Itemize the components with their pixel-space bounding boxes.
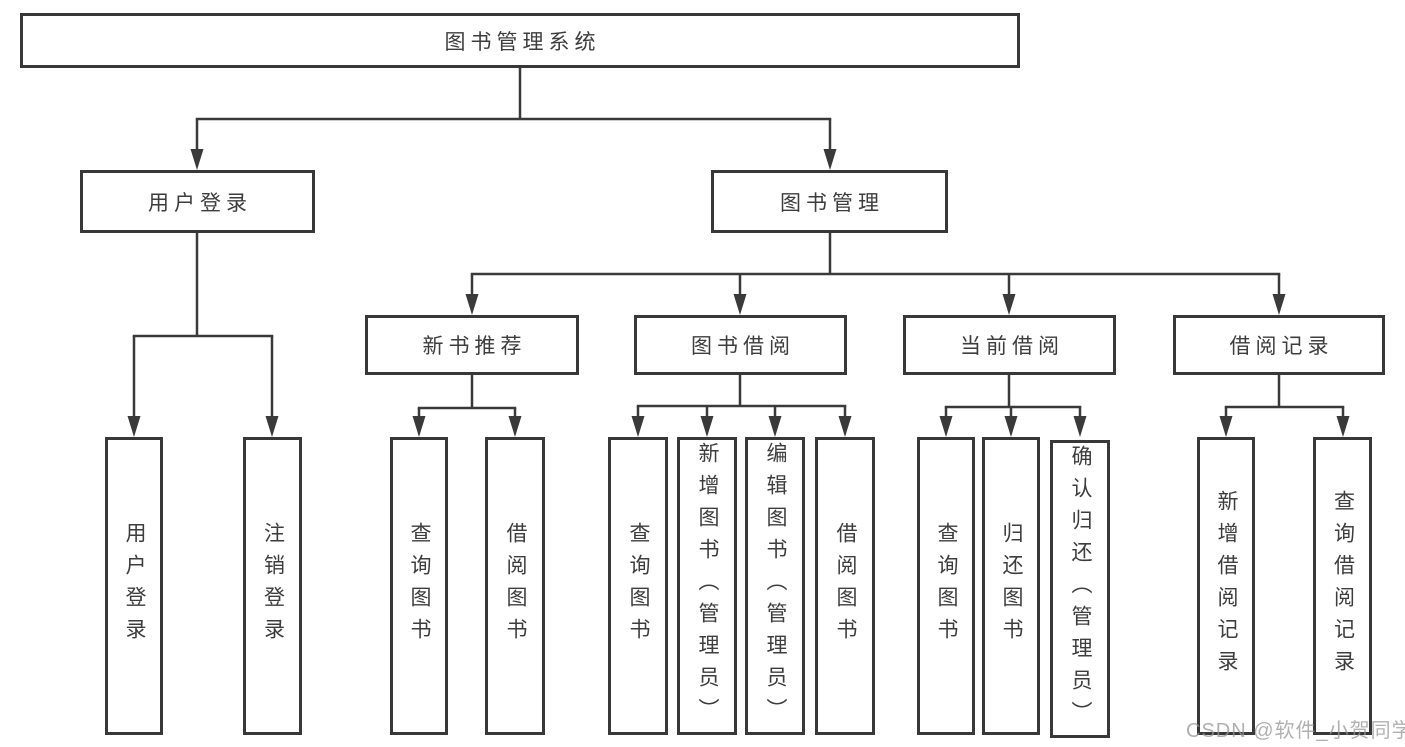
- node-book-management: 图书管理: [711, 170, 948, 233]
- leaf-recommend-query-books: 查询图书: [390, 437, 448, 735]
- node-library-management-system: 图书管理系统: [20, 13, 1020, 68]
- leaf-current-confirm-return-admin: 确认归还（管理员）: [1050, 440, 1110, 738]
- node-book-borrowing: 图书借阅: [634, 315, 847, 375]
- leaf-user-login: 用户登录: [105, 437, 163, 735]
- leaf-records-add-borrow-record: 新增借阅记录: [1197, 437, 1255, 735]
- leaf-logout: 注销登录: [243, 437, 302, 735]
- leaf-borrowing-borrow-books: 借阅图书: [815, 437, 875, 735]
- node-current-borrowing: 当前借阅: [903, 315, 1116, 375]
- leaf-current-return-books: 归还图书: [982, 437, 1040, 735]
- leaf-records-query-borrow-record: 查询借阅记录: [1313, 437, 1372, 735]
- leaf-recommend-borrow-books: 借阅图书: [485, 437, 545, 735]
- csdn-watermark: CSDN @软件_小贺同学: [1186, 720, 1405, 742]
- node-borrowing-records: 借阅记录: [1173, 315, 1385, 375]
- leaf-borrowing-edit-books-admin: 编辑图书（管理员）: [745, 437, 805, 735]
- leaf-borrowing-query-books: 查询图书: [608, 437, 668, 735]
- node-user-login: 用户登录: [80, 170, 315, 233]
- leaf-current-query-books: 查询图书: [917, 437, 975, 735]
- node-new-book-recommend: 新书推荐: [365, 315, 579, 375]
- leaf-borrowing-add-books-admin: 新增图书（管理员）: [677, 437, 737, 735]
